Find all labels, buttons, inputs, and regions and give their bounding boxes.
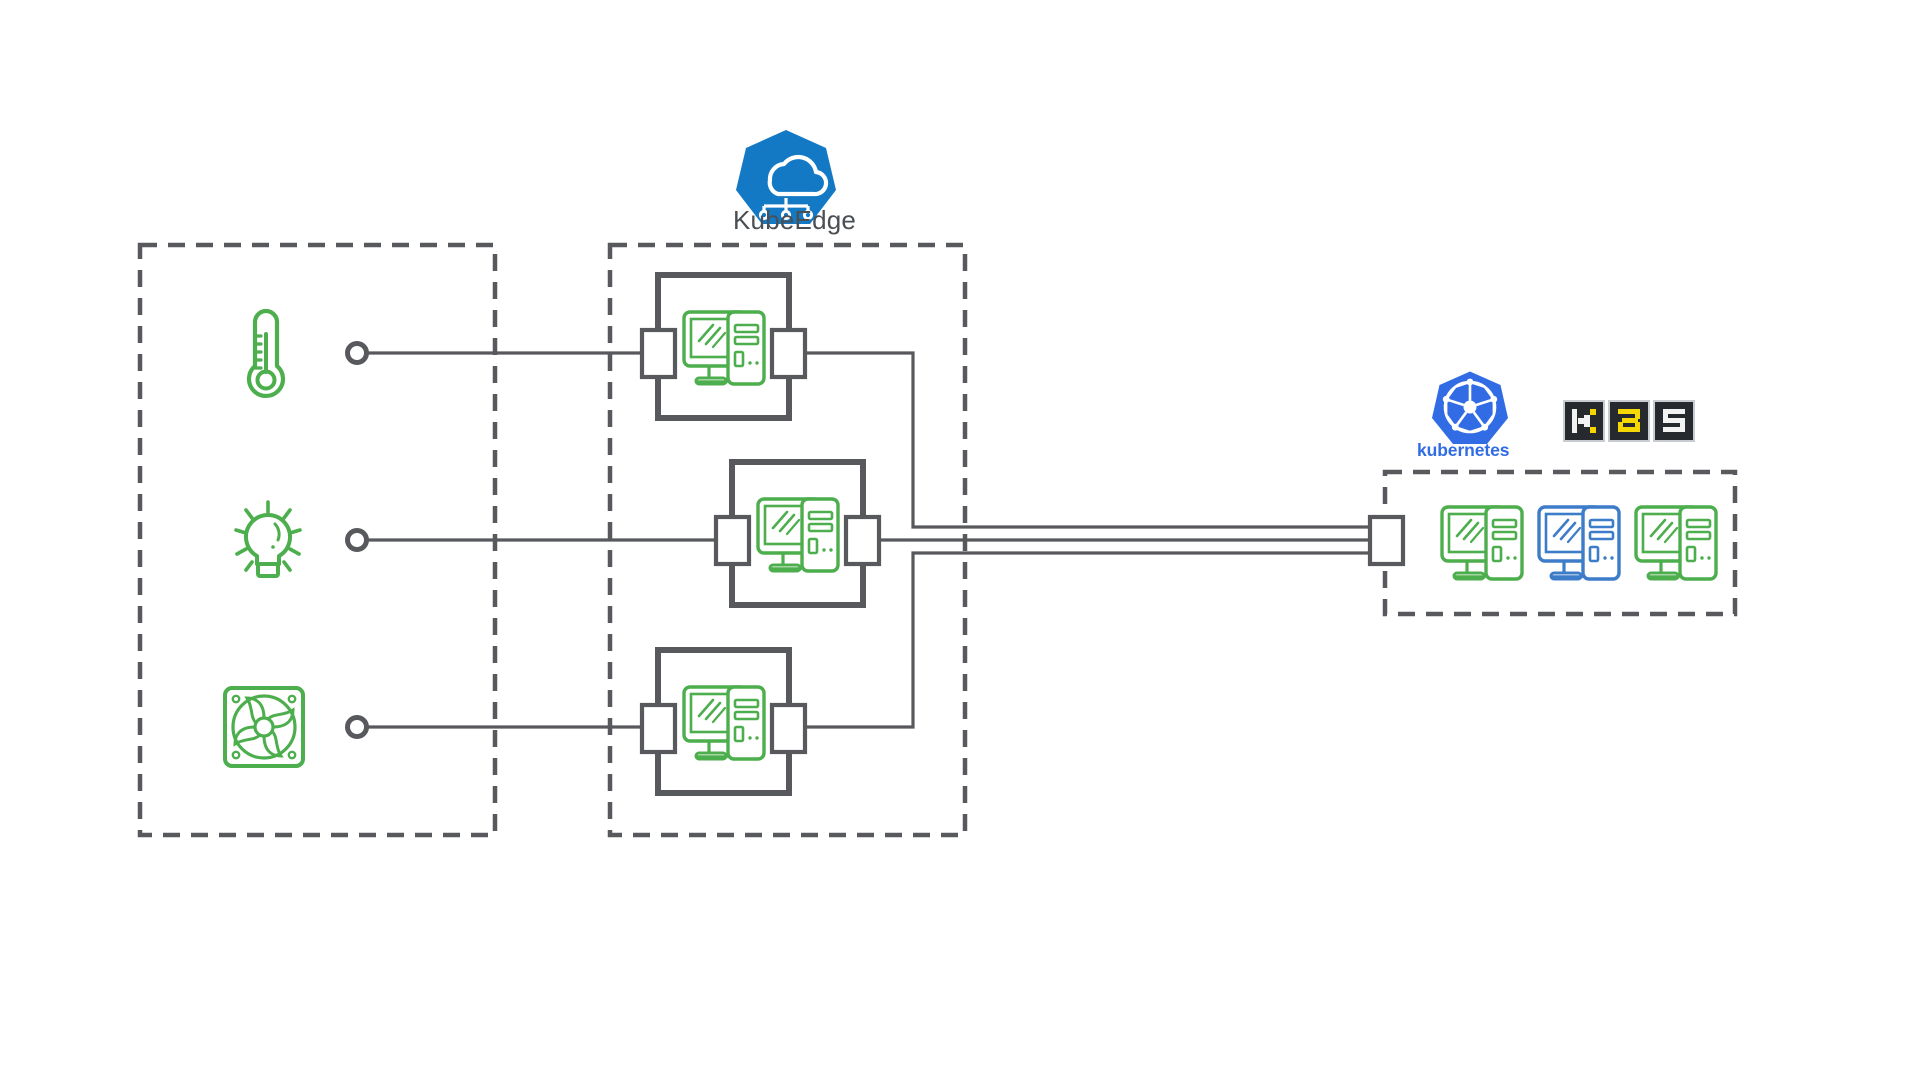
lightbulb-icon: [234, 500, 302, 578]
cloud-server-2[interactable]: [1537, 505, 1621, 581]
fan-icon: [223, 686, 305, 768]
edge-node-bottom-port-left: [639, 702, 678, 755]
edge-node-middle-icon: [756, 497, 840, 573]
k3s-tile-s: [1653, 400, 1695, 442]
edge-node-top-port-left: [639, 327, 678, 380]
edge-node-bottom-icon: [682, 685, 766, 761]
k3s-tile-3: [1608, 400, 1650, 442]
device-dot-thermometer: [345, 341, 369, 365]
cloud-group-port: [1367, 514, 1406, 567]
edge-node-top-port-right: [769, 327, 808, 380]
device-dot-fan: [345, 715, 369, 739]
edge-node-middle-port-right: [843, 514, 882, 567]
edge-node-top-border: [655, 272, 792, 421]
edge-node-middle-port-left: [713, 514, 752, 567]
device-connector-dots: [345, 341, 369, 739]
edge-node-middle[interactable]: [713, 459, 882, 608]
cloud-line-from-bottom-node: [805, 551, 1385, 729]
cloud-line-from-top-node: [805, 351, 1385, 529]
edge-node-bottom-port-right: [769, 702, 808, 755]
device-dot-lightbulb: [345, 528, 369, 552]
kubernetes-label: kubernetes: [1417, 440, 1510, 460]
edge-node-bottom[interactable]: [639, 647, 808, 796]
kubernetes-logo: [1430, 370, 1510, 446]
edge-node-bottom-border: [655, 647, 792, 796]
k3s-tile-k: [1563, 400, 1605, 442]
cloud-server-3[interactable]: [1634, 505, 1718, 581]
edge-node-top-icon: [682, 310, 766, 386]
edge-to-cloud-lines: [805, 351, 1385, 729]
edge-node-middle-border: [729, 459, 866, 608]
edge-node-top[interactable]: [639, 272, 808, 421]
thermometer-icon: [249, 311, 283, 396]
kubeedge-label-text: KubeEdge: [733, 205, 857, 235]
k3s-logo: [1563, 400, 1695, 442]
device-connection-lines: [366, 351, 733, 729]
cloud-server-1[interactable]: [1440, 505, 1524, 581]
